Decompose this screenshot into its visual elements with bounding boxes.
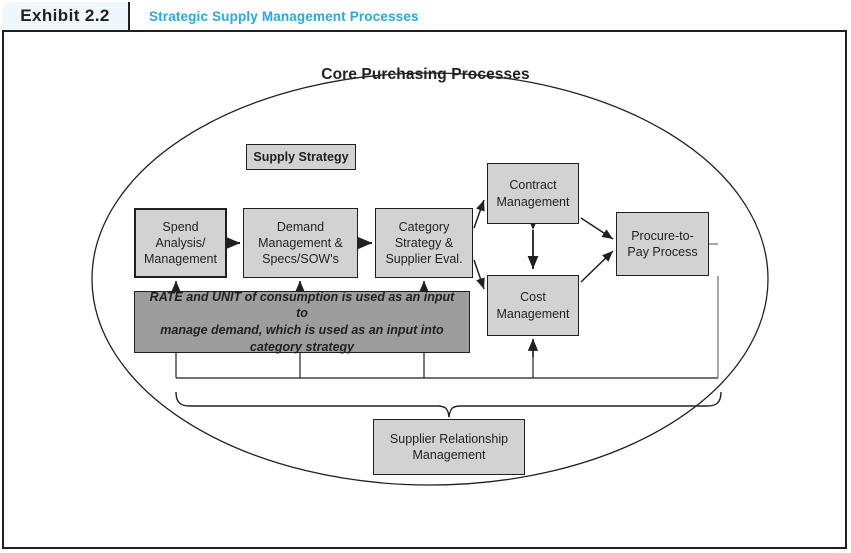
node-srm-line2: Management: [412, 448, 486, 462]
node-rate-unit-annotation: RATE and UNIT of consumption is used as …: [134, 289, 470, 354]
node-contract-line2: Management: [496, 194, 570, 209]
node-srm-line1: Supplier Relationship: [389, 431, 509, 446]
node-spend-analysis[interactable]: Spend Analysis/ Management: [134, 208, 227, 278]
node-spend-line1: Spend: [162, 219, 199, 234]
node-supply-strategy[interactable]: Supply Strategy: [246, 144, 356, 170]
exhibit-title-label: Strategic Supply Management Processes: [149, 8, 419, 24]
node-p2p-line2: Pay Process: [627, 245, 698, 259]
node-category-line2: Strategy &: [394, 235, 454, 250]
node-contract-line1: Contract: [509, 178, 557, 193]
node-supplier-relationship-management[interactable]: Supplier Relationship Management: [373, 419, 525, 475]
node-p2p-line1: Procure-to-: [631, 228, 694, 243]
node-category-line3: Supplier Eval.: [385, 252, 463, 267]
node-demand-line2: Management &: [258, 235, 343, 250]
node-cost-management[interactable]: Cost Management: [487, 275, 579, 336]
node-demand-line3: Specs/SOW's: [262, 252, 339, 267]
exhibit-header: Exhibit 2.2 Strategic Supply Management …: [2, 2, 847, 32]
annotation-line3: category strategy: [249, 339, 355, 354]
exhibit-number-tab: Exhibit 2.2: [2, 2, 130, 30]
brace-connector: [175, 391, 722, 418]
node-procure-to-pay[interactable]: Procure-to- Pay Process: [616, 212, 709, 276]
node-contract-management[interactable]: Contract Management: [487, 163, 579, 224]
diagram-title: Core Purchasing Processes: [321, 66, 530, 83]
node-cost-line2: Management: [496, 306, 570, 321]
exhibit-number-label: Exhibit 2.2: [20, 6, 110, 25]
node-demand-line1: Demand: [276, 219, 325, 234]
annotation-line1: RATE and UNIT of consumption is used as …: [149, 289, 455, 321]
node-cost-line1: Cost: [520, 290, 546, 305]
node-spend-line2: Analysis/: [155, 235, 206, 250]
node-demand-management[interactable]: Demand Management & Specs/SOW's: [243, 208, 358, 278]
exhibit-title-bar: Strategic Supply Management Processes: [130, 2, 847, 30]
annotation-line2: manage demand, which is used as an input…: [160, 323, 444, 337]
diagram-canvas: Core Purchasing Processes: [0, 32, 851, 553]
node-category-line1: Category: [398, 219, 450, 234]
node-spend-line3: Management: [144, 252, 217, 267]
node-category-strategy[interactable]: Category Strategy & Supplier Eval.: [375, 208, 473, 278]
node-supply-strategy-label: Supply Strategy: [253, 149, 349, 164]
